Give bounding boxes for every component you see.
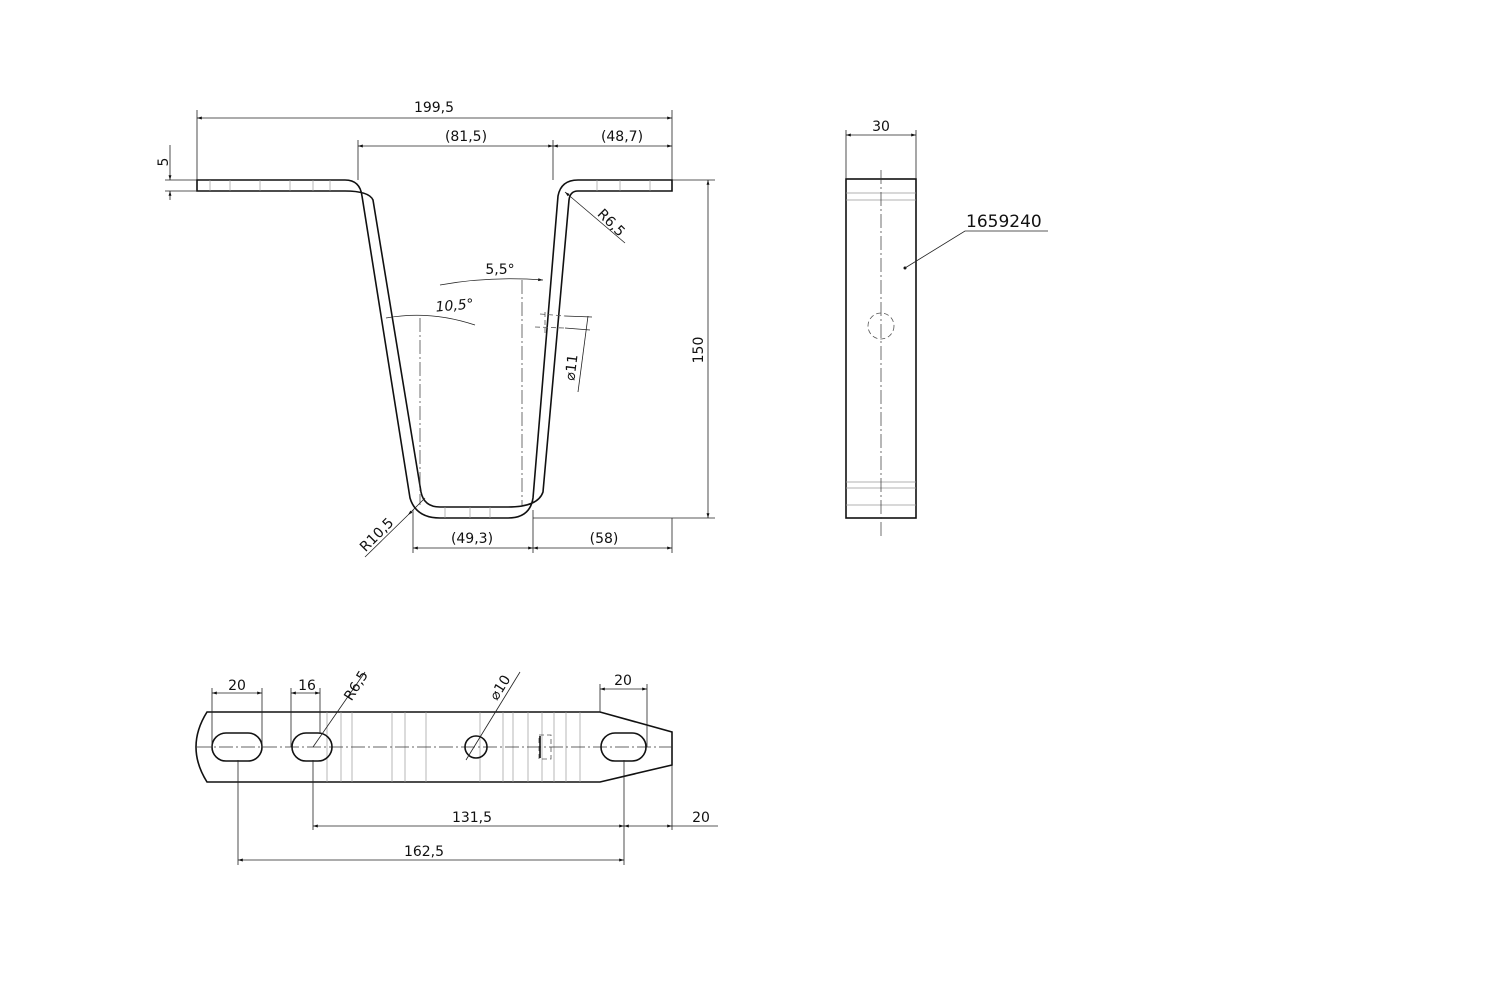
slot2-length-label: 16 [298,678,316,694]
slot-radius-leader [312,671,366,748]
front-view: 199,5 (81,5) (48,7) 5 150 (49,3) (58) R1… [156,100,715,558]
slot2-to-slot3-label: 131,5 [452,810,492,826]
slot-radius-label: R6,5 [341,668,372,704]
left-angle-label: 10,5° [435,296,474,315]
part-number-leader [904,230,1048,269]
bottom-radius-leader [364,514,409,558]
inner-top-width-label: (81,5) [445,129,487,145]
part-number-label: 1659240 [966,212,1042,232]
flat-plate-outline [195,711,673,783]
hole-diameter-dimension [577,315,589,393]
top-view: 20 16 R6,5 ⌀10 20 131,5 20 162,5 [195,668,718,865]
bottom-width-label: (49,3) [451,531,493,547]
end-offset-label: 20 [692,810,710,826]
round-hole [464,735,488,759]
right-angle-label: 5,5° [485,262,514,278]
left-angle-arc [385,314,476,326]
top-radius-label: R6,5 [594,206,628,240]
slot-3 [600,732,647,762]
slot1-to-slot3-label: 162,5 [404,844,444,860]
top-radius-leader [564,191,626,244]
hole-diameter-label: ⌀11 [562,354,581,382]
slot-2 [291,732,333,762]
hole-diameter-leader [465,671,521,761]
hidden-hole [538,734,552,760]
right-flange-label: (48,7) [601,129,643,145]
side-width-label: 30 [872,119,890,135]
bottom-right-offset-label: (58) [590,531,619,547]
slot3-length-label: 20 [614,673,632,689]
thickness-label: 5 [156,158,172,167]
right-angle-arc [439,278,544,286]
bracket-profile [196,179,673,519]
slot1-length-label: 20 [228,678,246,694]
overall-width-label: 199,5 [414,100,454,116]
height-label: 150 [691,337,707,364]
side-view: 30 1659240 [845,119,1048,538]
bottom-radius-label: R10,5 [357,515,397,555]
bend-tangent-lines [209,180,651,518]
side-hidden-hole [867,312,895,340]
hole-hidden-lines [534,312,566,336]
